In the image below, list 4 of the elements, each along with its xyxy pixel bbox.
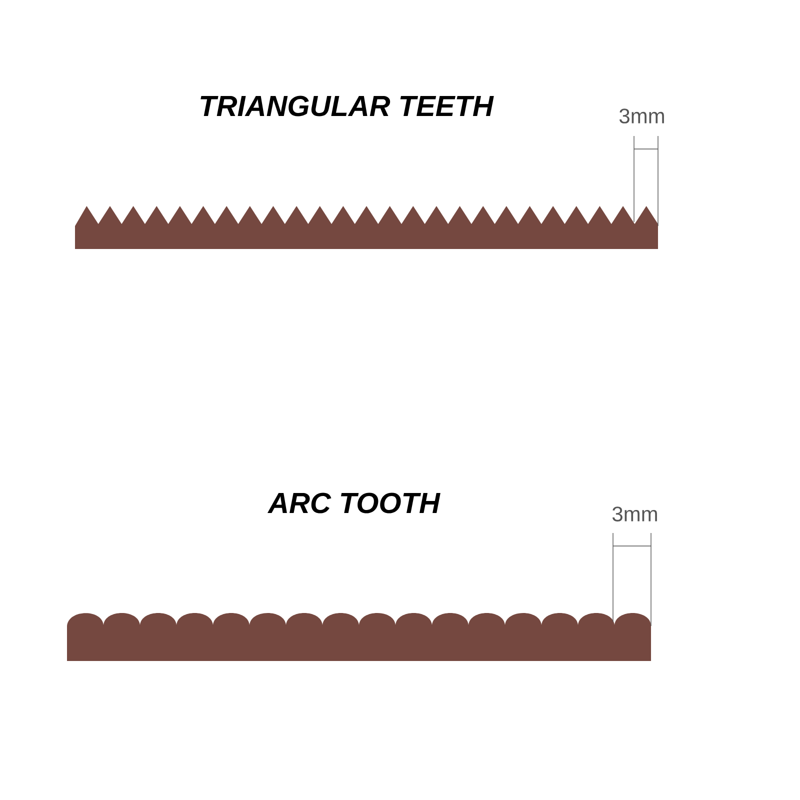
title: TRIANGULAR TEETH	[200, 96, 494, 116]
dimension-label: 3mm	[619, 108, 664, 124]
dimension-label: 3mm	[612, 506, 657, 522]
title: ARC TOOTH	[267, 492, 440, 514]
